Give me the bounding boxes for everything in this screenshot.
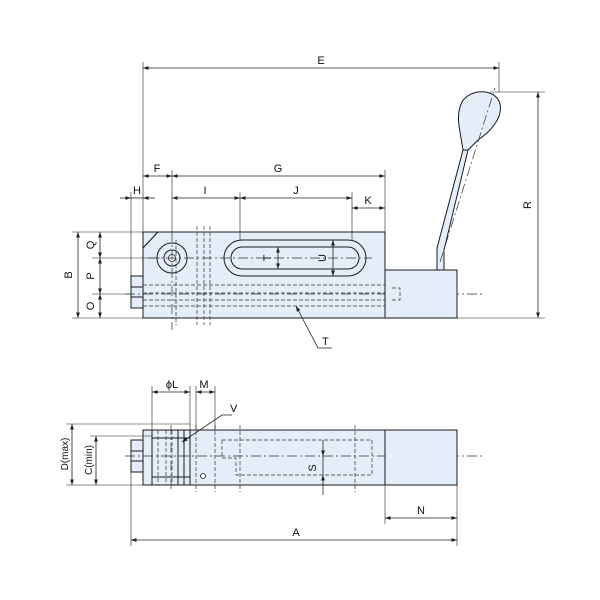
- label-T-slot: T: [262, 254, 274, 261]
- label-I: I: [203, 185, 206, 197]
- label-T-leader: T: [322, 336, 329, 348]
- label-Q: Q: [85, 240, 97, 249]
- label-U: U: [317, 254, 329, 262]
- label-phiL: ϕL: [166, 379, 178, 391]
- label-V: V: [230, 403, 238, 415]
- lever-arm: [436, 149, 469, 271]
- label-S: S: [307, 464, 319, 471]
- label-K: K: [364, 195, 372, 207]
- leader-V: [181, 414, 232, 443]
- top-view-dimensions: E R F G H I J K B: [63, 55, 545, 349]
- label-F: F: [154, 163, 161, 175]
- label-N: N: [417, 505, 425, 517]
- label-B: B: [63, 271, 75, 278]
- label-D-max: D(max): [60, 438, 71, 471]
- label-R: R: [522, 201, 534, 209]
- label-M: M: [199, 379, 208, 391]
- bolt-head: [130, 275, 144, 309]
- label-H: H: [133, 185, 141, 197]
- label-G: G: [274, 163, 283, 175]
- top-view: [125, 87, 501, 330]
- leader-T: [295, 305, 332, 349]
- side-view: [125, 425, 485, 492]
- side-handle-block: [384, 429, 458, 486]
- lever-knob: [458, 91, 501, 151]
- label-O: O: [85, 301, 97, 310]
- label-E: E: [317, 55, 324, 67]
- handle-block: [384, 269, 458, 319]
- label-P: P: [85, 272, 97, 279]
- label-C-min: C(min): [84, 445, 95, 475]
- label-A: A: [292, 527, 300, 539]
- label-J: J: [293, 185, 299, 197]
- side-view-dimensions: ϕL M V D(max) C(min) S N A: [60, 379, 458, 546]
